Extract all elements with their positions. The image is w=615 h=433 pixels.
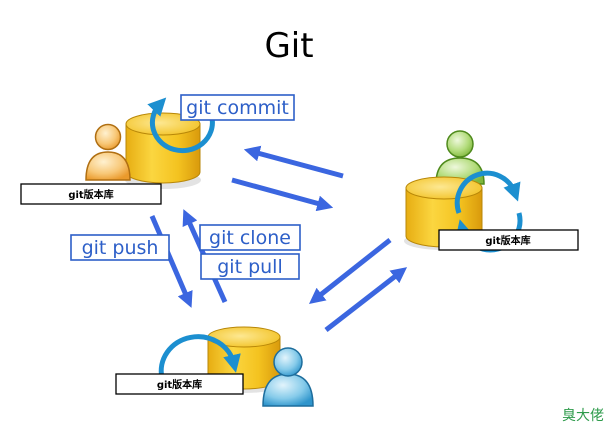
git-push-label: git push bbox=[82, 237, 159, 259]
git-clone-label-box bbox=[199, 224, 301, 251]
arrow-top-left-to-bottom bbox=[149, 215, 193, 308]
git-pull-label: git pull bbox=[217, 256, 283, 278]
right-repository-label-box bbox=[438, 229, 579, 251]
git-push-label-box bbox=[70, 234, 170, 261]
diagram-title: Git bbox=[264, 26, 313, 66]
top-left-repository: git commit git版本库 bbox=[20, 94, 295, 205]
git-pull-label-box bbox=[200, 253, 300, 280]
top-left-repository-label: git版本库 bbox=[68, 188, 113, 201]
arrow-top-left-to-right bbox=[231, 177, 334, 212]
top-left-commit-cycle-icon bbox=[147, 97, 215, 154]
arrow-right-to-bottom bbox=[308, 238, 392, 304]
watermark-text: 臭大佬 bbox=[562, 408, 604, 424]
arrow-bottom-to-right bbox=[324, 267, 408, 332]
bottom-repository: git版本库 bbox=[115, 326, 314, 407]
bottom-repository-label: git版本库 bbox=[157, 378, 202, 391]
git-commit-label-box bbox=[180, 94, 295, 121]
bottom-commit-cycle-icon bbox=[158, 334, 241, 379]
bottom-repository-label-box bbox=[115, 373, 244, 395]
git-commit-label: git commit bbox=[186, 97, 289, 119]
bottom-user-icon bbox=[262, 347, 314, 407]
right-repository: git版本库 bbox=[404, 130, 579, 253]
right-repository-label: git版本库 bbox=[485, 234, 530, 247]
arrow-right-to-top-left bbox=[243, 145, 344, 179]
top-left-user-icon bbox=[85, 123, 131, 181]
top-left-repository-label-box bbox=[20, 183, 162, 205]
git-clone-label: git clone bbox=[209, 227, 291, 249]
